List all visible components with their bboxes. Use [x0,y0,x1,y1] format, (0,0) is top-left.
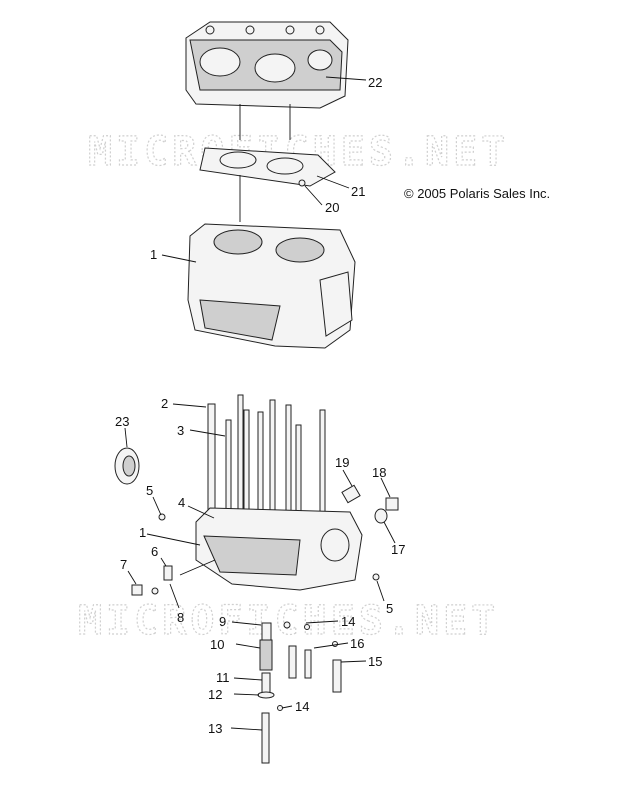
callout-23: 23 [115,414,129,429]
washer-8 [151,587,159,595]
crank-seal [114,447,140,485]
callout-3: 3 [177,423,184,438]
plug-5a [158,513,166,521]
callout-6: 6 [151,544,158,559]
crankcase [195,507,363,591]
callout-4: 4 [178,495,185,510]
fittings [341,484,399,524]
watermark-bottom: MICROFICHES.NET [78,598,499,644]
callout-8: 8 [177,610,184,625]
case-bolts [207,394,326,526]
callout-13: 13 [208,721,222,736]
callout-15: 15 [368,654,382,669]
callout-12: 12 [208,687,222,702]
copyright-text: © 2005 Polaris Sales Inc. [404,186,551,201]
callout-21: 21 [351,184,365,199]
callout-20: 20 [325,200,339,215]
callout-5-right: 5 [386,601,393,616]
callout-14-lower: 14 [295,699,309,714]
plug-5b [372,573,380,581]
callout-9: 9 [219,614,226,629]
callout-1-lower: 1 [139,525,146,540]
callout-2: 2 [161,396,168,411]
callout-18: 18 [372,465,386,480]
callout-14-upper: 14 [341,614,355,629]
callout-22: 22 [368,75,382,90]
callout-17: 17 [391,542,405,557]
valve-stack [257,621,342,764]
head-gasket [199,147,336,187]
callout-7: 7 [120,557,127,572]
callout-1-upper: 1 [150,247,157,262]
callout-10: 10 [210,637,224,652]
callout-11: 11 [216,670,230,685]
fitting-6 [163,565,173,581]
callout-5-left: 5 [146,483,153,498]
callout-19: 19 [335,455,349,470]
plug-7 [131,584,143,596]
callout-16: 16 [350,636,364,651]
cylinder-block [187,223,356,349]
cylinder-head [185,21,349,109]
